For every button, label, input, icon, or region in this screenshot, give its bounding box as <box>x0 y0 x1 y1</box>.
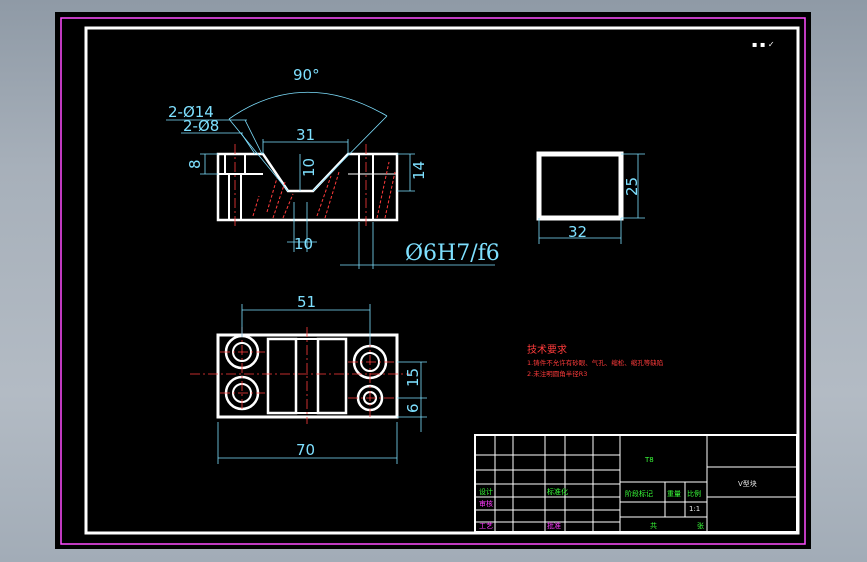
hole-dim-8: 2-Ø8 <box>183 117 219 135</box>
title-stage-label: 阶段标记 <box>625 489 653 498</box>
section-hatching <box>252 161 396 219</box>
tech-req-heading: 技术要求 <box>527 343 567 356</box>
title-design-label: 设计 <box>479 487 493 496</box>
side-height-dim: 25 <box>623 177 641 196</box>
hole-spacing-dim: 15 <box>404 368 422 387</box>
tech-requirements: 技术要求 1.铸件不允许有砂眼、气孔、缩松、缩孔等缺陷 2.未注明圆角半径R3 <box>527 343 663 378</box>
title-part-name: V型块 <box>738 479 757 488</box>
angle-dim: 90° <box>293 66 320 84</box>
title-scale-value: 1:1 <box>689 505 700 513</box>
title-material: T8 <box>644 456 654 464</box>
side-width-dim: 32 <box>568 223 587 241</box>
title-scale-label: 比例 <box>687 489 701 498</box>
side-view: 25 32 <box>536 151 645 244</box>
drawing-border <box>84 26 800 535</box>
title-check-label: 审核 <box>479 499 493 508</box>
fit-tolerance-dim: Ø6H7/f6 <box>405 241 500 266</box>
top-overall-width-dim: 70 <box>296 441 315 459</box>
roughness-note: ▪ ▪ ✓ <box>752 40 775 49</box>
hole-offset-dim: 6 <box>404 403 422 413</box>
title-approve-label: 批准 <box>547 521 561 530</box>
angle-dim-arc <box>228 91 388 120</box>
cad-viewport[interactable]: ▪ ▪ ✓ <box>55 12 811 549</box>
title-weight-label: 重量 <box>667 490 681 498</box>
drawing-canvas: ▪ ▪ ✓ <box>60 17 806 545</box>
top-view-slot-right <box>316 337 348 415</box>
title-sheet-label: 共 <box>650 521 657 530</box>
tech-req-line-1: 1.铸件不允许有砂眼、气孔、缩松、缩孔等缺陷 <box>527 358 663 367</box>
top-view-outline <box>216 333 399 419</box>
title-sheet-of-label: 张 <box>697 521 704 530</box>
title-standard-label: 标准化 <box>547 487 568 496</box>
top-view-slot-left <box>266 337 298 415</box>
v-depth-dim: 10 <box>300 158 318 177</box>
side-view-outline <box>536 151 624 221</box>
top-inner-width-dim: 51 <box>297 293 316 311</box>
front-view: 90° 2-Ø14 2-Ø8 31 10 8 14 10 Ø6H7/f6 <box>166 66 500 269</box>
title-block: T8 V型块 设计 标准化 审核 工艺 批准 阶段标记 重量 比例 1:1 共 … <box>474 434 798 533</box>
hole-dim-14: 2-Ø14 <box>168 103 214 121</box>
tech-req-line-2: 2.未注明圆角半径R3 <box>527 369 587 378</box>
outer-sheet-frame <box>60 17 806 545</box>
top-view: 51 70 15 6 <box>190 293 427 464</box>
right-height-dim: 14 <box>410 161 428 180</box>
title-process-label: 工艺 <box>479 522 493 530</box>
top-width-dim: 31 <box>296 126 315 144</box>
bottom-width-dim: 10 <box>294 235 313 253</box>
left-height-dim: 8 <box>186 159 204 169</box>
